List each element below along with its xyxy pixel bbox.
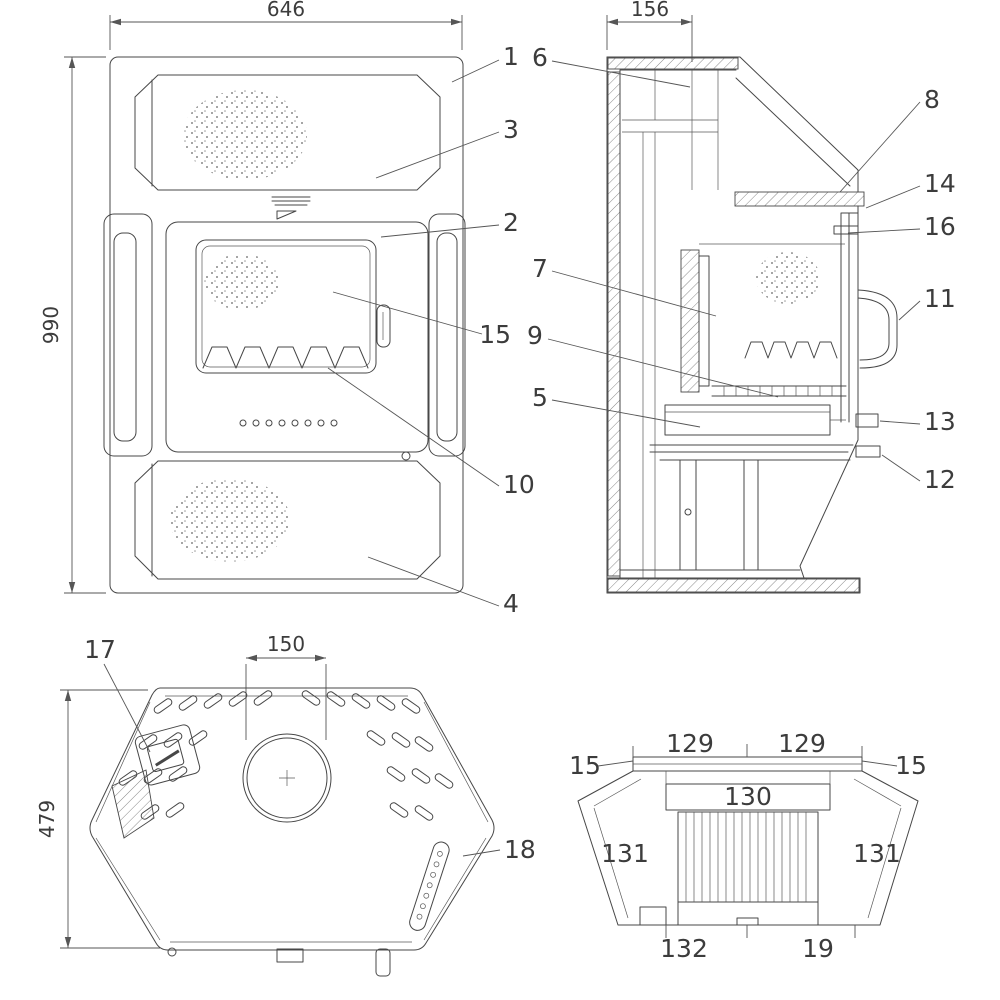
rear-bottom-labels: 132 19 <box>660 925 856 963</box>
callout-15-rear-left: 15 <box>569 751 634 780</box>
part-label-129-right: 129 <box>778 729 826 758</box>
convector-ribs <box>677 811 819 926</box>
part-label-7: 7 <box>532 254 548 283</box>
top-wall-section <box>607 57 739 70</box>
callout-15-rear-right: 15 <box>861 751 927 780</box>
door-handle-side <box>857 289 898 369</box>
dim-flue: 150 <box>267 632 305 656</box>
front-vent-detail <box>271 196 311 220</box>
callout-4: 4 <box>367 556 519 618</box>
dim-top-depth: 479 <box>35 800 59 838</box>
part-label-131-right: 131 <box>853 839 901 868</box>
callout-15-front: 15 <box>332 291 511 349</box>
part-label-5: 5 <box>532 383 548 412</box>
side-outline <box>606 56 861 594</box>
front-bottom-panel <box>134 460 441 580</box>
door-handle <box>376 304 391 348</box>
part-label-13: 13 <box>924 407 956 436</box>
part-label-130: 130 <box>724 782 772 811</box>
vent-slots <box>118 690 454 821</box>
rear-outline <box>577 770 919 926</box>
flue-collar <box>242 733 332 823</box>
top-plate-section <box>734 191 865 207</box>
front-view: 646 990 <box>39 0 535 618</box>
back-wall-section <box>607 71 621 577</box>
air-control-holes <box>239 419 338 427</box>
rear-view: 129 129 15 15 130 131 <box>569 729 927 963</box>
bottom-fittings <box>167 947 391 977</box>
door-window-inner <box>201 245 371 368</box>
callout-5: 5 <box>532 383 701 428</box>
part-label-4: 4 <box>503 589 519 618</box>
dim-front-width: 646 <box>267 0 305 21</box>
part-label-15-right: 15 <box>895 751 927 780</box>
callout-6: 6 <box>532 43 691 88</box>
dim-front-height: 990 <box>39 306 63 344</box>
top-depth-dimension: 479 <box>35 689 160 949</box>
callout-10: 10 <box>327 367 535 499</box>
front-height-dimension: 990 <box>39 56 106 594</box>
front-width-dimension: 646 <box>109 0 463 50</box>
part-label-17: 17 <box>84 635 116 664</box>
callout-9: 9 <box>527 321 779 398</box>
callout-18: 18 <box>462 835 536 864</box>
callout-14: 14 <box>865 169 956 209</box>
part-label-1: 1 <box>503 42 519 71</box>
ash-pan <box>664 404 831 436</box>
front-body-outline <box>109 56 464 594</box>
callout-13: 13 <box>879 407 956 436</box>
part-label-10: 10 <box>503 470 535 499</box>
part-label-8: 8 <box>924 85 940 114</box>
part-label-129-left: 129 <box>666 729 714 758</box>
part-label-6: 6 <box>532 43 548 72</box>
flue-dimension: 150 <box>245 632 327 740</box>
door-window-outer <box>195 239 377 374</box>
dim-side-depth: 156 <box>631 0 669 21</box>
part-label-14: 14 <box>924 169 956 198</box>
firebrick-section <box>680 249 700 393</box>
callout-2: 2 <box>380 208 519 238</box>
part-label-2: 2 <box>503 208 519 237</box>
part-label-131-left: 131 <box>601 839 649 868</box>
callout-3: 3 <box>375 115 519 179</box>
part-label-15-left: 15 <box>569 751 601 780</box>
part-label-9: 9 <box>527 321 543 350</box>
part-label-18: 18 <box>504 835 536 864</box>
damper-knob <box>855 413 879 428</box>
part-label-132: 132 <box>660 934 708 963</box>
part-label-16: 16 <box>924 212 956 241</box>
hinge-strip <box>409 841 450 931</box>
callout-11: 11 <box>898 284 956 321</box>
ash-lever <box>855 445 881 458</box>
side-depth-dimension: 156 <box>606 0 693 62</box>
callout-7: 7 <box>532 254 717 317</box>
corner-shading <box>111 769 155 839</box>
part-label-19: 19 <box>802 934 834 963</box>
base-section <box>607 578 860 593</box>
part-label-3: 3 <box>503 115 519 144</box>
front-left-side-panel <box>103 213 153 457</box>
side-interior <box>622 70 898 578</box>
callout-8: 8 <box>839 85 940 193</box>
callout-12: 12 <box>881 454 956 494</box>
part-label-12: 12 <box>924 465 956 494</box>
callout-17: 17 <box>84 635 151 753</box>
callout-1: 1 <box>451 42 519 83</box>
top-view: 479 150 <box>35 632 536 977</box>
rear-top-plate: 129 129 <box>632 729 863 772</box>
callout-16: 16 <box>847 212 956 241</box>
side-view: 156 <box>527 0 956 594</box>
log-retainer-teeth <box>202 346 369 369</box>
front-door <box>165 221 429 453</box>
part-label-15: 15 <box>479 320 511 349</box>
rear-upper-band: 130 <box>665 771 831 811</box>
front-top-panel <box>134 74 441 191</box>
part-label-11: 11 <box>924 284 956 313</box>
damper-detail <box>134 724 201 786</box>
hinge-bolt <box>401 451 411 461</box>
front-right-side-panel <box>428 213 466 457</box>
glass-retainer <box>833 225 859 235</box>
top-outline <box>89 687 495 951</box>
